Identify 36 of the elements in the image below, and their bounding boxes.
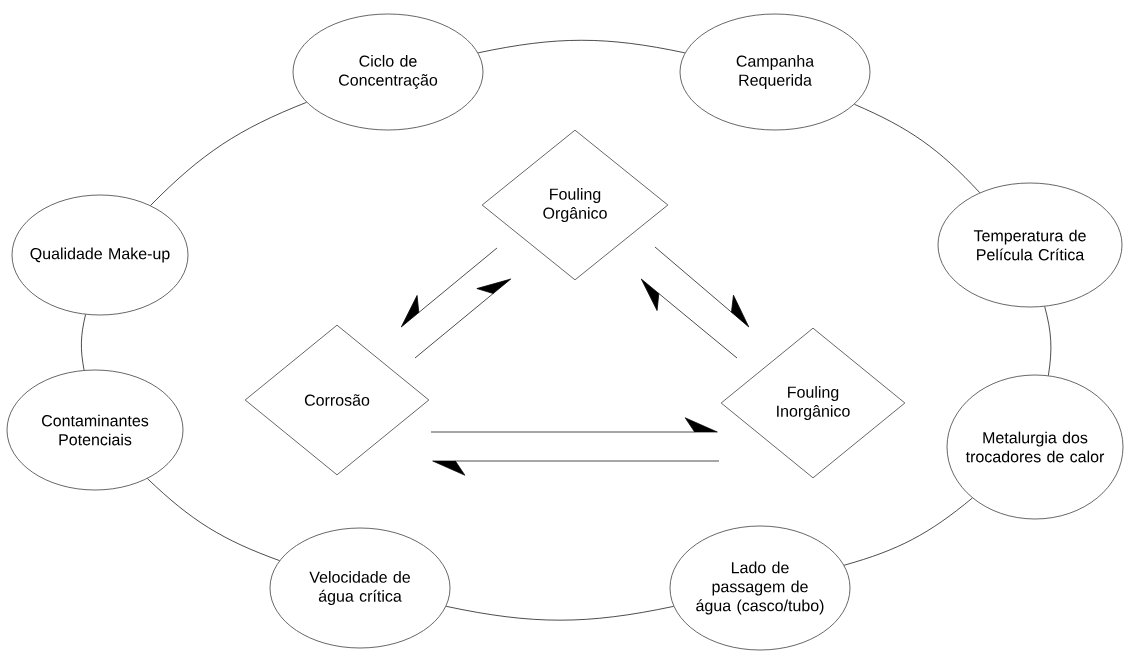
- ellipse-node: [292, 13, 484, 131]
- node-text: Velocidade de água crítica: [309, 571, 410, 605]
- connector-line: [150, 102, 307, 206]
- diamond-node: [244, 324, 430, 476]
- ellipse-node: [679, 13, 871, 131]
- node-text: Temperatura de Película Crítica: [973, 229, 1086, 261]
- node-text: Metalurgia dos trocadores de calor: [965, 431, 1105, 463]
- arrow: [414, 278, 512, 359]
- connector-line: [147, 478, 280, 561]
- ellipse-node: [946, 374, 1124, 520]
- node-text: Campanha Requerida: [736, 55, 815, 89]
- ellipse-node: [937, 182, 1123, 308]
- node-text: Qualidade Make-up: [30, 247, 170, 263]
- connector-line: [445, 605, 674, 621]
- node-text: Lado de passagem de água (casco/tubo): [696, 561, 824, 615]
- arrow: [400, 247, 498, 328]
- arrow: [654, 246, 750, 328]
- ellipse-node: [6, 369, 184, 491]
- connector-line: [843, 497, 973, 566]
- connector-line: [81, 314, 86, 371]
- node-text: Contaminantes Potenciais: [42, 414, 149, 446]
- node-text: Fouling Orgânico: [543, 188, 607, 222]
- connector-line: [1044, 306, 1052, 376]
- connector-line: [477, 39, 686, 54]
- diamond-node: [720, 327, 906, 479]
- diamond-node: [481, 129, 669, 281]
- ellipse-node: [669, 525, 851, 651]
- connector-line: [854, 104, 981, 193]
- node-text: Fouling Inorgânico: [777, 386, 850, 420]
- node-text: Ciclo de Concentração: [339, 55, 438, 89]
- ellipse-node: [11, 194, 189, 316]
- arrow: [432, 460, 720, 476]
- arrow: [430, 417, 718, 433]
- arrow: [640, 278, 738, 359]
- node-text: Corrosão: [304, 394, 370, 406]
- ellipse-node: [269, 527, 451, 649]
